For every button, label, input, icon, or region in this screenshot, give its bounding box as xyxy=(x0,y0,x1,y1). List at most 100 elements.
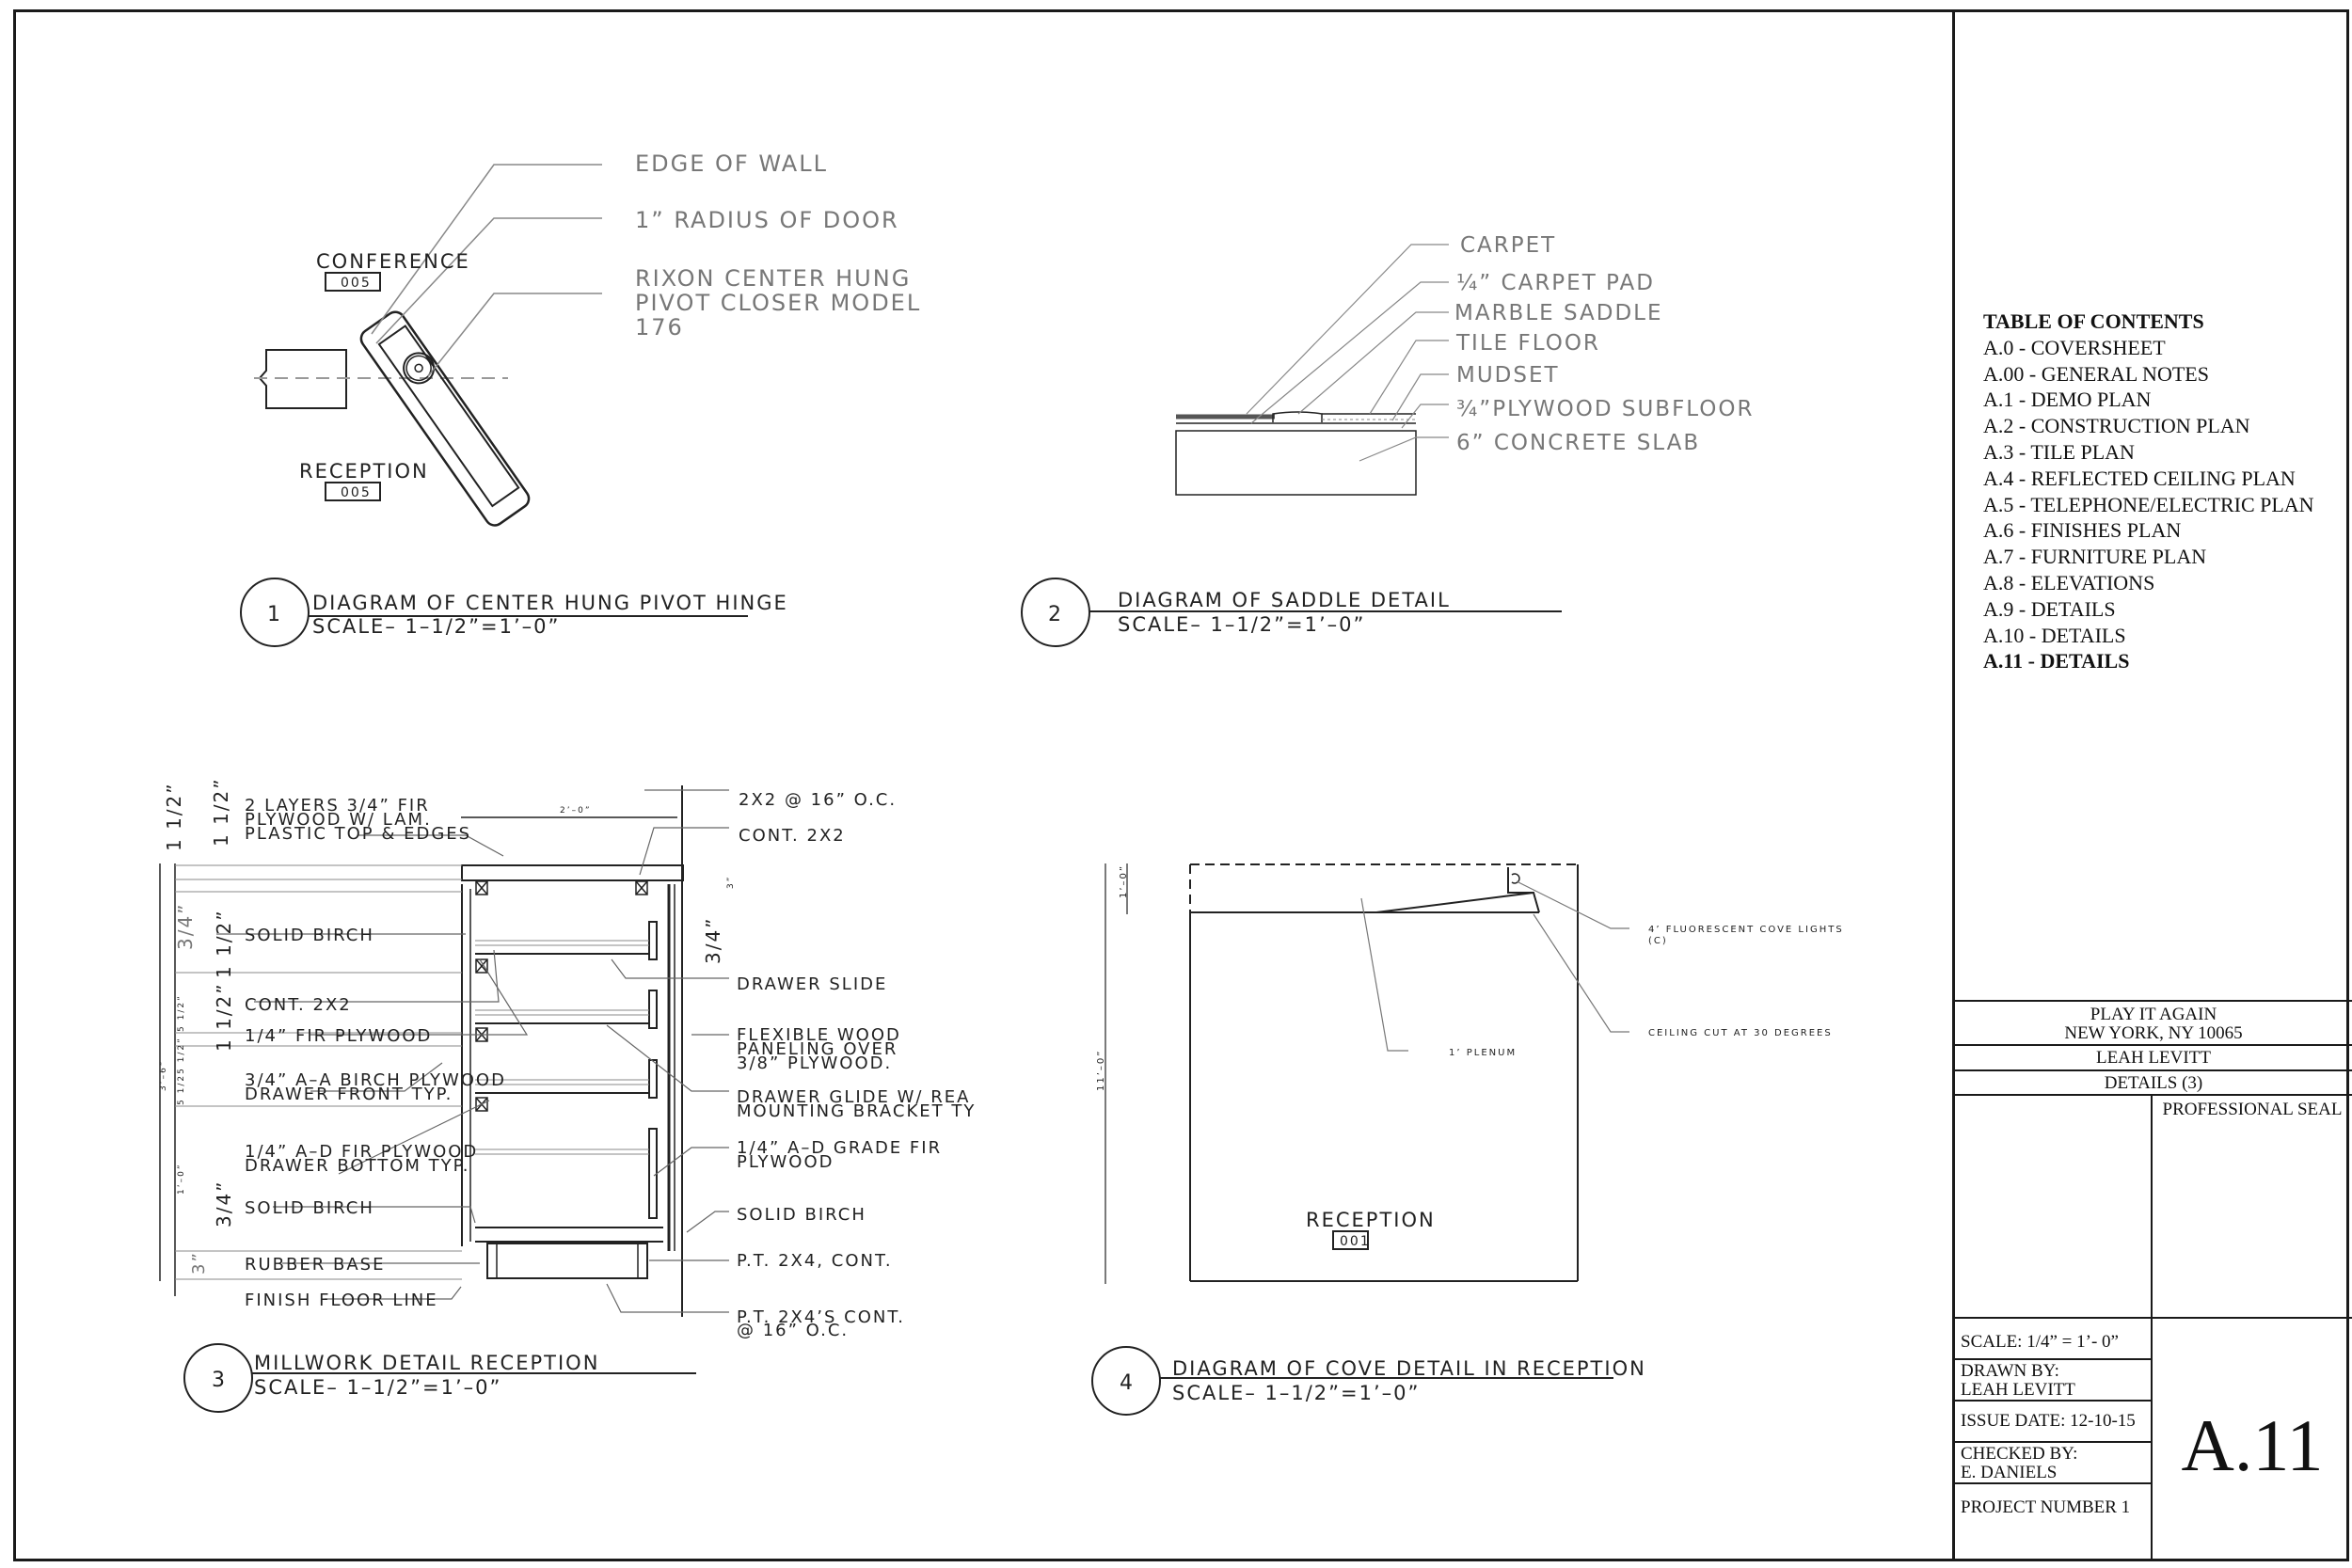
toc-item: A.1 - DEMO PLAN xyxy=(1983,388,2152,412)
issue-date: ISSUE DATE: 12-10-15 xyxy=(1955,1400,2153,1441)
toc-item: A.3 - TILE PLAN xyxy=(1983,439,2135,464)
svg-text:CARPET: CARPET xyxy=(1460,233,1556,258)
toc-item: A.4 - REFLECTED CEILING PLAN xyxy=(1983,466,2296,490)
svg-text:CONFERENCE: CONFERENCE xyxy=(316,250,470,273)
toc-item: A.9 - DETAILS xyxy=(1983,596,2116,621)
svg-text:PLASTIC TOP & EDGES: PLASTIC TOP & EDGES xyxy=(245,824,471,844)
project-number: PROJECT NUMBER 1 xyxy=(1955,1482,2153,1561)
sheet-number: A.11 xyxy=(2153,1317,2352,1561)
svg-text:001: 001 xyxy=(1340,1234,1371,1249)
svg-text:DIAGRAM OF CENTER HUNG PIVOT H: DIAGRAM OF CENTER HUNG PIVOT HINGE xyxy=(312,592,788,614)
svg-text:SCALE– 1–1/2”=1’–0”: SCALE– 1–1/2”=1’–0” xyxy=(1118,613,1365,636)
svg-text:MOUNTING BRACKET TY: MOUNTING BRACKET TY xyxy=(737,1101,976,1121)
svg-text:1/4” FIR PLYWOOD: 1/4” FIR PLYWOOD xyxy=(245,1026,432,1046)
project-info: PLAY IT AGAIN NEW YORK, NY 10065 xyxy=(1955,1000,2352,1044)
table-of-contents: TABLE OF CONTENTS A.0 - COVERSHEET A.00 … xyxy=(1983,309,2314,674)
professional-seal: PROFESSIONAL SEAL xyxy=(2153,1094,2352,1326)
svg-text:DRAWER FRONT TYP.: DRAWER FRONT TYP. xyxy=(245,1085,453,1104)
svg-text:FINISH FLOOR LINE: FINISH FLOOR LINE xyxy=(245,1291,438,1310)
detail-4-cove xyxy=(1091,863,1629,1416)
sheet-title: DETAILS (3) xyxy=(1955,1069,2352,1094)
svg-text:2’–0”: 2’–0” xyxy=(560,806,591,816)
checked-by-label: CHECKED BY: xyxy=(1961,1444,2078,1464)
svg-text:6” CONCRETE SLAB: 6” CONCRETE SLAB xyxy=(1456,431,1700,455)
svg-text:MARBLE SADDLE: MARBLE SADDLE xyxy=(1454,301,1663,325)
svg-text:3/4”: 3/4” xyxy=(702,916,724,964)
svg-text:CONT. 2X2: CONT. 2X2 xyxy=(245,995,352,1015)
svg-text:RIXON CENTER HUNG: RIXON CENTER HUNG xyxy=(635,265,911,292)
drawn-by-value: LEAH LEVITT xyxy=(1961,1380,2075,1400)
svg-text:4’ FLUORESCENT COVE LIGHTS: 4’ FLUORESCENT COVE LIGHTS xyxy=(1648,925,1844,935)
svg-text:RECEPTION: RECEPTION xyxy=(1306,1209,1436,1231)
svg-text:DIAGRAM OF SADDLE DETAIL: DIAGRAM OF SADDLE DETAIL xyxy=(1118,589,1451,611)
svg-text:EDGE OF WALL: EDGE OF WALL xyxy=(635,150,828,177)
svg-text:1/4” A–D GRADE FIR: 1/4” A–D GRADE FIR xyxy=(737,1138,942,1158)
svg-text:1: 1 xyxy=(267,603,282,626)
svg-text:2 LAYERS 3/4” FIR: 2 LAYERS 3/4” FIR xyxy=(245,796,430,816)
toc-item: A.0 - COVERSHEET xyxy=(1983,335,2166,359)
designer-name: LEAH LEVITT xyxy=(1955,1044,2352,1069)
svg-text:3: 3 xyxy=(212,1369,227,1392)
scale: SCALE: 1/4” = 1’- 0” xyxy=(1955,1317,2153,1358)
svg-text:1 1/2”: 1 1/2” xyxy=(213,909,235,978)
svg-text:1” RADIUS OF DOOR: 1” RADIUS OF DOOR xyxy=(635,207,899,233)
svg-text:005: 005 xyxy=(341,276,372,291)
svg-text:PLYWOOD: PLYWOOD xyxy=(737,1152,834,1172)
checked-by-value: E. DANIELS xyxy=(1961,1463,2058,1482)
project-name: PLAY IT AGAIN xyxy=(2090,1005,2217,1024)
toc-item: A.5 - TELEPHONE/ELECTRIC PLAN xyxy=(1983,492,2314,516)
checked-by: CHECKED BY: E. DANIELS xyxy=(1955,1441,2153,1482)
toc-item: A.8 - ELEVATIONS xyxy=(1983,570,2155,594)
svg-text:005: 005 xyxy=(341,485,372,500)
detail-2-saddle xyxy=(1021,244,1562,647)
svg-text:3/8” PLYWOOD.: 3/8” PLYWOOD. xyxy=(737,1053,892,1073)
svg-text:P.T. 2X4’S CONT.: P.T. 2X4’S CONT. xyxy=(737,1307,905,1327)
svg-text:RECEPTION: RECEPTION xyxy=(299,460,429,483)
title-block: TABLE OF CONTENTS A.0 - COVERSHEET A.00 … xyxy=(1952,9,2352,1561)
toc-item-current: A.11 - DETAILS xyxy=(1983,649,2130,673)
detail-1-pivot-hinge xyxy=(240,164,748,647)
toc-item: A.7 - FURNITURE PLAN xyxy=(1983,545,2207,569)
svg-text:¾”PLYWOOD SUBFLOOR: ¾”PLYWOOD SUBFLOOR xyxy=(1456,397,1754,421)
svg-text:MILLWORK DETAIL RECEPTION: MILLWORK DETAIL RECEPTION xyxy=(254,1352,599,1374)
svg-text:(C): (C) xyxy=(1648,936,1668,946)
svg-text:2: 2 xyxy=(1048,603,1063,626)
svg-text:PIVOT CLOSER MODEL: PIVOT CLOSER MODEL xyxy=(635,290,921,316)
svg-text:SCALE– 1–1/2”=1’–0”: SCALE– 1–1/2”=1’–0” xyxy=(312,615,560,638)
drawn-by-label: DRAWN BY: xyxy=(1961,1361,2059,1381)
svg-text:3’–6”: 3’–6” xyxy=(159,1060,168,1091)
toc-item: A.00 - GENERAL NOTES xyxy=(1983,361,2209,386)
sheet-border xyxy=(13,9,2349,1561)
svg-text:5 1/2”: 5 1/2” xyxy=(177,994,186,1032)
svg-text:MUDSET: MUDSET xyxy=(1456,363,1560,388)
svg-text:FLEXIBLE WOOD: FLEXIBLE WOOD xyxy=(737,1025,901,1045)
svg-text:1/4” A–D FIR PLYWOOD: 1/4” A–D FIR PLYWOOD xyxy=(245,1142,478,1162)
svg-text:¼” CARPET PAD: ¼” CARPET PAD xyxy=(1456,271,1655,295)
svg-text:3/4”: 3/4” xyxy=(213,1180,235,1227)
svg-text:DRAWER GLIDE W/ REA: DRAWER GLIDE W/ REA xyxy=(737,1087,970,1107)
svg-text:CONT. 2X2: CONT. 2X2 xyxy=(739,826,846,846)
svg-text:PANELING OVER: PANELING OVER xyxy=(737,1039,898,1059)
detail-3-millwork xyxy=(159,785,729,1413)
project-address: NEW YORK, NY 10065 xyxy=(2064,1023,2243,1043)
svg-text:1’–0”: 1’–0” xyxy=(177,1164,186,1195)
svg-text:CEILING CUT AT 30 DEGREES: CEILING CUT AT 30 DEGREES xyxy=(1648,1028,1833,1038)
toc-item: A.2 - CONSTRUCTION PLAN xyxy=(1983,414,2250,438)
svg-text:RUBBER BASE: RUBBER BASE xyxy=(245,1255,385,1275)
svg-text:1 1/2”: 1 1/2” xyxy=(163,782,185,851)
svg-text:P.T. 2X4, CONT.: P.T. 2X4, CONT. xyxy=(737,1251,893,1271)
svg-text:SOLID BIRCH: SOLID BIRCH xyxy=(737,1205,866,1225)
svg-text:3”: 3” xyxy=(726,876,736,889)
svg-text:SOLID BIRCH: SOLID BIRCH xyxy=(245,1198,374,1218)
svg-text:3/4”: 3/4” xyxy=(174,902,197,950)
svg-text:176: 176 xyxy=(635,314,684,341)
svg-text:SCALE– 1–1/2”=1’–0”: SCALE– 1–1/2”=1’–0” xyxy=(1172,1382,1420,1404)
svg-text:5 1/25 1/2”: 5 1/25 1/2” xyxy=(177,1037,186,1105)
svg-text:TILE FLOOR: TILE FLOOR xyxy=(1455,331,1600,356)
svg-text:1 1/2”: 1 1/2” xyxy=(213,982,235,1052)
detail-3-text: 2 LAYERS 3/4” FIR PLYWOOD W/ LAM. PLASTI… xyxy=(159,777,976,1399)
detail-1-text: CONFERENCE 005 RECEPTION 005 EDGE OF WAL… xyxy=(267,150,921,638)
svg-text:3”: 3” xyxy=(189,1251,209,1275)
detail-4-text: 4’ FLUORESCENT COVE LIGHTS (C) CEILING C… xyxy=(1096,864,1844,1404)
toc-title: TABLE OF CONTENTS xyxy=(1983,309,2204,333)
